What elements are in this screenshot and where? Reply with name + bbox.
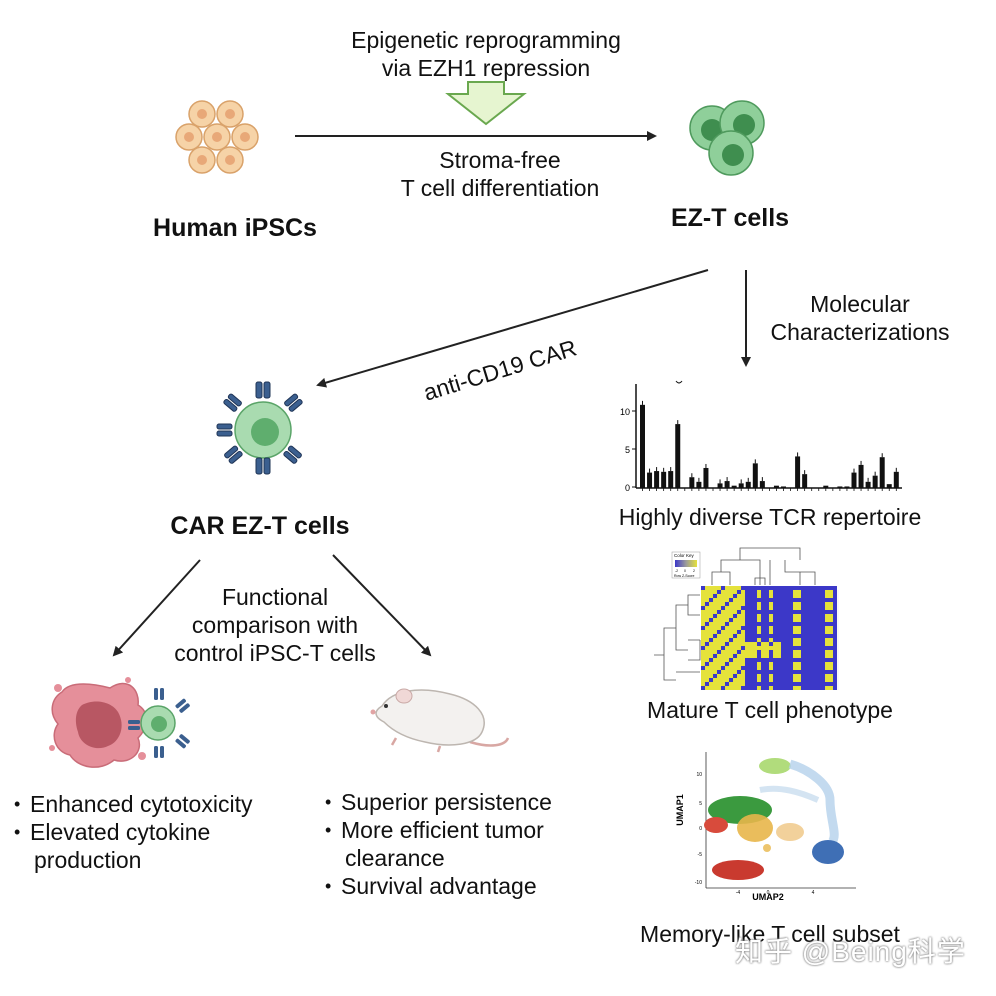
svg-text:4: 4 — [812, 890, 815, 896]
bar-33 — [872, 475, 878, 488]
bar-2 — [654, 471, 660, 488]
bar-7 — [689, 477, 695, 488]
heatmap-color-key: Color Key -2 0 2 Row Z-Score — [671, 551, 701, 579]
svg-text:0: 0 — [699, 826, 702, 832]
bar-4 — [668, 471, 674, 488]
heatmap-left-dendrogram — [654, 594, 701, 681]
bar-32 — [865, 481, 871, 488]
bar-13 — [731, 485, 737, 488]
list-item: clearance — [345, 845, 445, 871]
chart-ytick-5: 5 — [625, 445, 630, 455]
stroma-free-label: Stroma-free T cell differentiation — [400, 147, 600, 201]
heatmap-grid — [701, 586, 837, 690]
bar-29 — [844, 486, 850, 488]
bar-31 — [858, 464, 864, 488]
chart-ytick-0: 0 — [625, 483, 630, 493]
reprogramming-arrow — [445, 81, 527, 126]
bar-3 — [661, 471, 667, 488]
bar-5 — [675, 424, 681, 488]
svg-text:-4: -4 — [736, 890, 741, 896]
tcr-label: Highly diverse TCR repertoire — [618, 504, 922, 530]
human-ipscs-label: Human iPSCs — [153, 214, 317, 242]
svg-text:-5: -5 — [698, 852, 703, 858]
svg-text:Row Z-Score: Row Z-Score — [674, 574, 694, 578]
list-item: Elevated cytokine — [14, 818, 252, 846]
svg-text:-10: -10 — [695, 880, 702, 886]
arrow-car-to-mouse — [332, 554, 432, 657]
svg-text:5: 5 — [699, 801, 702, 807]
bar-0 — [640, 404, 645, 488]
bar-28 — [837, 486, 843, 488]
list-item: Superior persistence — [325, 788, 552, 816]
bar-19 — [773, 485, 779, 488]
bar-1 — [647, 472, 653, 488]
bar-36 — [893, 471, 899, 488]
bar-9 — [703, 467, 709, 488]
mature-label: Mature T cell phenotype — [647, 697, 893, 723]
svg-text:2: 2 — [693, 569, 695, 573]
bar-17 — [759, 481, 765, 488]
bar-35 — [886, 484, 892, 488]
bar-20 — [781, 486, 786, 488]
list-item: Survival advantage — [325, 872, 552, 900]
bar-14 — [738, 483, 744, 488]
functional-comparison-label: Functional comparison with control iPSC-… — [174, 584, 376, 666]
bar-12 — [724, 481, 730, 488]
heatmap-top-dendrogram — [711, 547, 816, 585]
arrow-car-to-cytotox — [112, 559, 201, 657]
bar-23 — [802, 474, 808, 488]
list-item: Enhanced cytotoxicity — [14, 790, 252, 818]
molecular-label: Molecular Characterizations — [770, 291, 950, 345]
bar-15 — [745, 481, 751, 488]
car-ezt-cells-label: CAR EZ-T cells — [170, 512, 350, 540]
bar-11 — [717, 483, 723, 488]
svg-text:Color Key: Color Key — [674, 553, 695, 558]
svg-text:10: 10 — [696, 772, 702, 778]
arrow-ezt-to-car — [316, 269, 709, 388]
bar-34 — [879, 457, 885, 488]
bar-26 — [823, 485, 829, 488]
list-item: More efficient tumor — [325, 816, 552, 844]
svg-text:0: 0 — [767, 890, 770, 896]
memory-label: Memory-like T cell subset — [640, 921, 900, 947]
umap-ylabel: UMAP1 — [675, 794, 685, 826]
svg-text:-2: -2 — [675, 569, 678, 573]
left-outcomes-list: Enhanced cytotoxicity Elevated cytokine … — [14, 790, 252, 874]
chart-ytick-10: 10 — [620, 407, 630, 417]
svg-text:0: 0 — [684, 569, 686, 573]
bar-16 — [752, 463, 758, 488]
epigenetic-label: Epigenetic reprogramming via EZH1 repres… — [351, 27, 621, 81]
umap-clusters — [704, 758, 844, 880]
bar-8 — [696, 481, 702, 488]
bar-30 — [851, 472, 857, 488]
bar-22 — [795, 456, 801, 488]
ezt-cells-label: EZ-T cells — [670, 204, 790, 232]
watermark: 知乎 @Being科学 — [735, 936, 966, 967]
right-outcomes-list: Superior persistence More efficient tumo… — [325, 788, 552, 900]
list-item: production — [34, 847, 142, 873]
umap-xlabel: UMAP2 — [752, 892, 784, 902]
